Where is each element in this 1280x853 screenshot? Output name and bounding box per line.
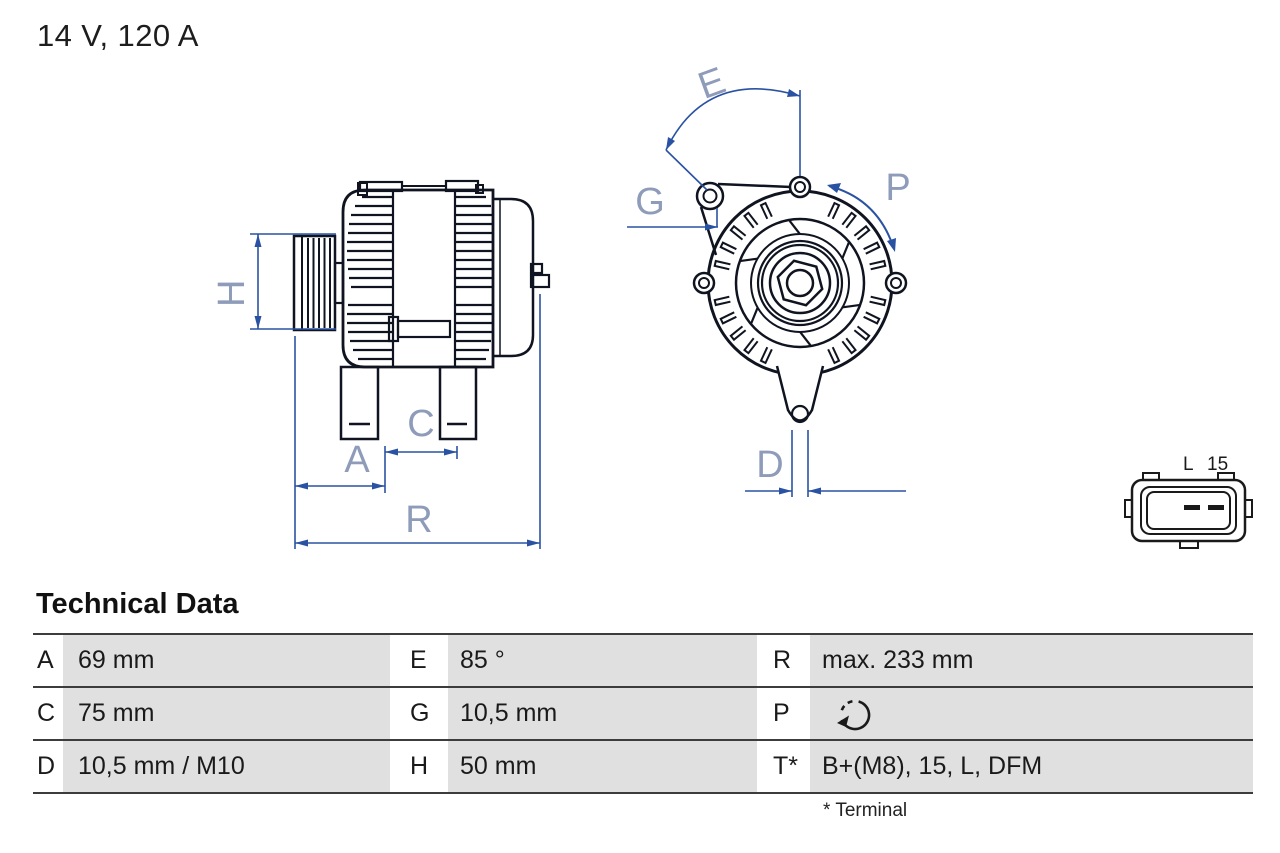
shaft-hex-nut	[776, 259, 824, 307]
table-row: A 69 mm E 85 ° R max. 233 mm	[33, 635, 1253, 688]
param-key: R	[773, 646, 792, 674]
side-view-dimensions	[250, 233, 541, 549]
pulley	[292, 234, 345, 332]
param-value: 75 mm	[63, 688, 390, 739]
connector-plug-icon: L 15	[1124, 454, 1253, 549]
connector-pin	[1208, 505, 1224, 510]
mounting-feet	[339, 365, 478, 441]
mounting-lug-bottom	[774, 355, 826, 424]
param-key: A	[37, 646, 54, 674]
front-view	[692, 175, 908, 424]
param-value: 85 °	[448, 635, 757, 686]
mounting-lug-top-left	[695, 181, 792, 256]
rear-cover	[493, 197, 535, 358]
param-value: B+(M8), 15, L, DFM	[810, 741, 1253, 792]
param-value: 10,5 mm	[448, 688, 757, 739]
param-key: H	[410, 752, 429, 780]
dim-label-a: A	[344, 439, 370, 481]
connector-label-l: L	[1183, 454, 1194, 475]
dim-label-h: H	[211, 280, 253, 307]
page-title: 14 V, 120 A	[37, 18, 199, 53]
cooling-fins-left	[347, 195, 393, 361]
terminal-footnote: * Terminal	[823, 800, 908, 821]
param-value: 50 mm	[448, 741, 757, 792]
rotation-direction-icon	[837, 699, 871, 730]
param-value: 10,5 mm / M10	[63, 741, 390, 792]
table-row: D 10,5 mm / M10 H 50 mm T* B+(M8), 15, L…	[33, 741, 1253, 794]
ear-left	[692, 271, 716, 295]
param-value: max. 233 mm	[810, 635, 1253, 686]
technical-data-table: A 69 mm E 85 ° R max. 233 mm C 75 mm G 1…	[33, 633, 1253, 794]
param-value	[810, 688, 1253, 739]
alternator-technical-drawing: H A C R E G P D L 15	[211, 60, 1253, 549]
param-key: D	[37, 752, 56, 780]
side-view	[292, 179, 551, 441]
ear-right	[884, 271, 908, 295]
dim-label-g: G	[635, 181, 665, 223]
front-view-dimensions	[627, 88, 906, 497]
connector-label-15: 15	[1207, 454, 1228, 475]
dim-label-d: D	[756, 444, 783, 486]
connector-pin	[1184, 505, 1200, 510]
dim-label-c: C	[407, 403, 434, 445]
param-key: E	[410, 646, 427, 674]
dimension-labels: H A C R E G P D	[211, 60, 911, 541]
table-heading: Technical Data	[36, 588, 239, 620]
terminal-stud	[529, 262, 551, 289]
param-key: P	[773, 699, 790, 727]
param-key: T*	[773, 752, 798, 780]
param-value: 69 mm	[63, 635, 390, 686]
param-key: G	[410, 699, 430, 727]
vent-slots	[714, 203, 885, 363]
ear-top	[788, 175, 812, 199]
param-key: C	[37, 699, 56, 727]
table-row: C 75 mm G 10,5 mm P	[33, 688, 1253, 741]
dim-label-r: R	[405, 499, 432, 541]
cooling-fins-right	[455, 195, 493, 361]
dim-label-e: E	[693, 60, 731, 108]
dim-label-p: P	[885, 167, 910, 209]
